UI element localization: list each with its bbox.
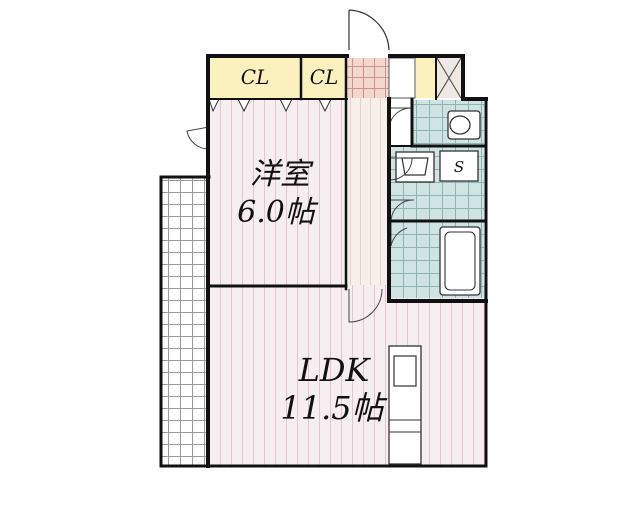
ldk-floor xyxy=(209,285,485,466)
closet-labels: CL CL xyxy=(241,65,339,89)
western-room-floor xyxy=(209,98,347,285)
bathtub-icon xyxy=(439,226,481,296)
entrance-door-swing-icon xyxy=(348,9,390,51)
closet-1-label: CL xyxy=(241,65,270,89)
entrance-tile xyxy=(347,58,389,98)
kitchen-sink-icon xyxy=(393,355,417,387)
western-room-label: 洋室 xyxy=(250,157,314,192)
meter-box xyxy=(436,57,462,99)
closet-2-label: CL xyxy=(310,65,339,89)
hallway-floor xyxy=(347,98,389,285)
walls xyxy=(159,54,488,468)
toilet-icon xyxy=(447,110,481,140)
western-room-area: 6.0帖 xyxy=(237,195,319,230)
kitchen-counter xyxy=(388,345,422,465)
washbasin-icon xyxy=(395,151,435,183)
balcony xyxy=(161,177,209,466)
ldk-label: LDK xyxy=(298,351,372,389)
storage-yellow xyxy=(416,58,437,98)
ldk-area: 11.5帖 xyxy=(280,389,387,427)
closet-1 xyxy=(209,58,301,98)
shoe-cabinet xyxy=(388,57,416,99)
closet-2 xyxy=(301,58,347,98)
washer-label: S xyxy=(454,158,464,176)
washing-machine-icon: S xyxy=(439,150,479,182)
